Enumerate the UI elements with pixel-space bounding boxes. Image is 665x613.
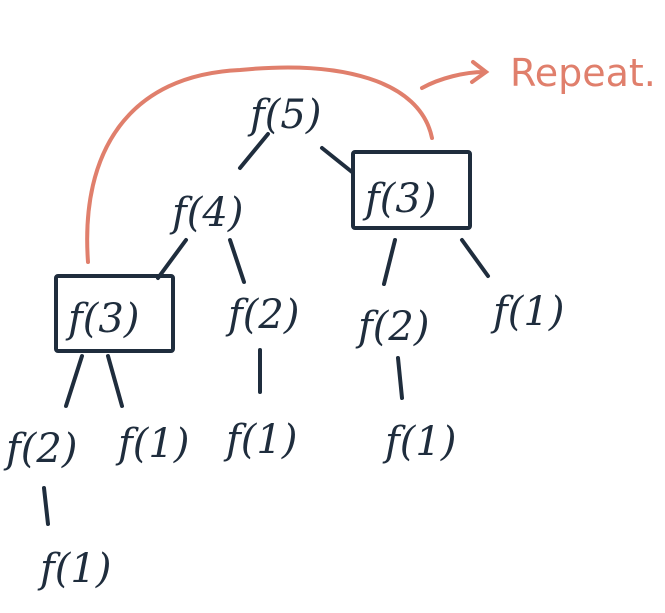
repeat-arrow-shaft bbox=[420, 70, 486, 90]
repeat-annotation: Repeat. bbox=[85, 51, 656, 264]
node-root: f(5) bbox=[247, 92, 321, 138]
edge-l2c-l3d bbox=[396, 356, 404, 400]
edge-l2a-l3b bbox=[106, 354, 124, 408]
node-l3-a: f(2) bbox=[3, 426, 77, 472]
node-l2-a: f(3) bbox=[65, 296, 139, 342]
edge-l3a-l4a bbox=[42, 486, 50, 526]
edge-root-l1left bbox=[238, 132, 270, 170]
repeat-label: Repeat. bbox=[510, 51, 656, 95]
node-l3-b: f(1) bbox=[115, 421, 189, 467]
repeat-box-left bbox=[54, 274, 175, 353]
edge-l1right-l2c bbox=[382, 238, 397, 286]
repeat-arrow-head bbox=[470, 60, 490, 84]
node-l1-right: f(3) bbox=[362, 176, 436, 222]
tree-edges bbox=[42, 132, 490, 526]
repeat-arc bbox=[85, 65, 434, 264]
node-l2-c: f(2) bbox=[355, 304, 429, 350]
edge-l1left-l2a bbox=[156, 238, 188, 280]
node-l2-d: f(1) bbox=[490, 289, 564, 335]
edge-l1right-l2d bbox=[460, 238, 490, 278]
node-l2-b: f(2) bbox=[225, 292, 299, 338]
node-l3-c: f(1) bbox=[223, 417, 297, 463]
node-l4-a: f(1) bbox=[37, 546, 111, 592]
tree-nodes: f(5) f(4) f(3) f(3) f(2) f(2) f(1) f(2) … bbox=[3, 92, 564, 592]
repeat-box-right bbox=[351, 150, 472, 230]
edge-root-l1right bbox=[320, 146, 354, 174]
node-l3-d: f(1) bbox=[382, 419, 456, 465]
node-l1-left: f(4) bbox=[169, 190, 243, 236]
edge-l2a-l3a bbox=[64, 354, 84, 408]
edge-l1left-l2b bbox=[228, 238, 246, 284]
